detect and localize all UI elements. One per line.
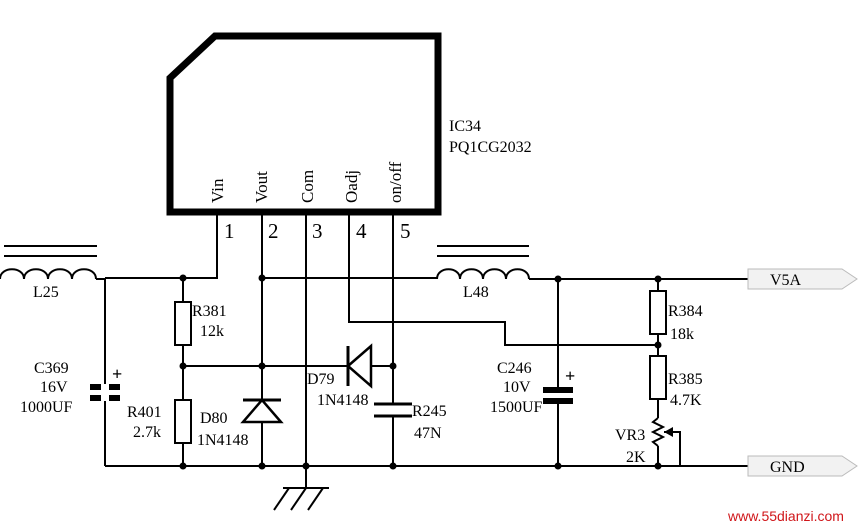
junction: [389, 362, 397, 370]
svg-text:GND: GND: [770, 459, 805, 476]
pin-num-3: 3: [312, 219, 323, 243]
l25-label: L25: [33, 284, 59, 301]
junction: [302, 462, 310, 470]
c369-voltage: 16V: [40, 379, 68, 396]
r401-ref: R401: [127, 404, 162, 421]
l48-label: L48: [463, 284, 489, 301]
capacitor-r245: [374, 402, 412, 418]
c369-ref: C369: [34, 360, 69, 377]
c369-value: 1000UF: [20, 399, 73, 416]
r384-ref: R384: [668, 303, 703, 320]
pin-num-1: 1: [224, 219, 235, 243]
r384-value: 18k: [670, 326, 694, 343]
ic-part-label: PQ1CG2032: [449, 139, 532, 156]
c246-voltage: 10V: [503, 379, 531, 396]
potentiometer-vr3: [650, 417, 681, 466]
inductor-l48: [436, 245, 530, 280]
c246-value: 1500UF: [490, 399, 543, 416]
watermark: www.55dianzi.com: [686, 505, 866, 527]
r401-value: 2.7k: [133, 424, 161, 441]
resistor-r401: [174, 399, 192, 444]
svg-text:+: +: [112, 364, 122, 384]
pin-num-5: 5: [400, 219, 411, 243]
ic-ref-label: IC34: [449, 118, 481, 135]
resistor-r381: [174, 301, 192, 346]
resistor-r385: [649, 355, 667, 400]
resistor-r384: [649, 290, 667, 335]
vr3-ref: VR3: [615, 427, 645, 444]
pin-num-2: 2: [268, 219, 279, 243]
svg-text:+: +: [565, 366, 575, 386]
pin-name-vin: Vin: [208, 178, 227, 203]
junction: [554, 462, 562, 470]
pin-name-oadj: Oadj: [342, 170, 361, 203]
net-flag-v5a: V5A: [747, 268, 858, 290]
r385-ref: R385: [668, 371, 703, 388]
net-flag-gnd: GND: [747, 455, 858, 477]
junction: [258, 462, 266, 470]
pin-num-4: 4: [356, 219, 367, 243]
r245-ref: R245: [412, 403, 447, 420]
svg-text:www.55dianzi.com: www.55dianzi.com: [727, 508, 844, 524]
r381-ref: R381: [192, 303, 227, 320]
d79-ref: D79: [307, 371, 335, 388]
svg-text:V5A: V5A: [770, 272, 802, 289]
pin4-wire: [348, 212, 658, 346]
junction: [654, 341, 662, 349]
c246-ref: C246: [497, 360, 532, 377]
capacitor-c369: +: [90, 364, 122, 401]
junction: [258, 362, 266, 370]
r385-value: 4.7K: [670, 392, 702, 409]
diode-d80: [240, 398, 284, 424]
pin-name-com: Com: [298, 170, 317, 203]
pin-name-onoff: on/off: [386, 161, 405, 203]
d79-value: 1N4148: [317, 392, 369, 409]
input-rail: [96, 278, 106, 466]
ground-symbol: [273, 487, 329, 511]
inductor-l25: [0, 245, 97, 280]
junction: [654, 462, 662, 470]
junction: [179, 462, 187, 470]
r381-value: 12k: [200, 323, 224, 340]
pin-name-vout: Vout: [252, 171, 271, 203]
r245-value: 47N: [414, 425, 442, 442]
ic-body: [166, 32, 442, 216]
pin1-wire: [105, 212, 218, 279]
vr3-value: 2K: [626, 449, 646, 466]
junction: [389, 462, 397, 470]
diode-d79: [346, 343, 373, 389]
d80-ref: D80: [200, 410, 228, 427]
capacitor-c246: +: [543, 366, 575, 404]
d80-value: 1N4148: [197, 432, 249, 449]
junction: [258, 274, 266, 282]
